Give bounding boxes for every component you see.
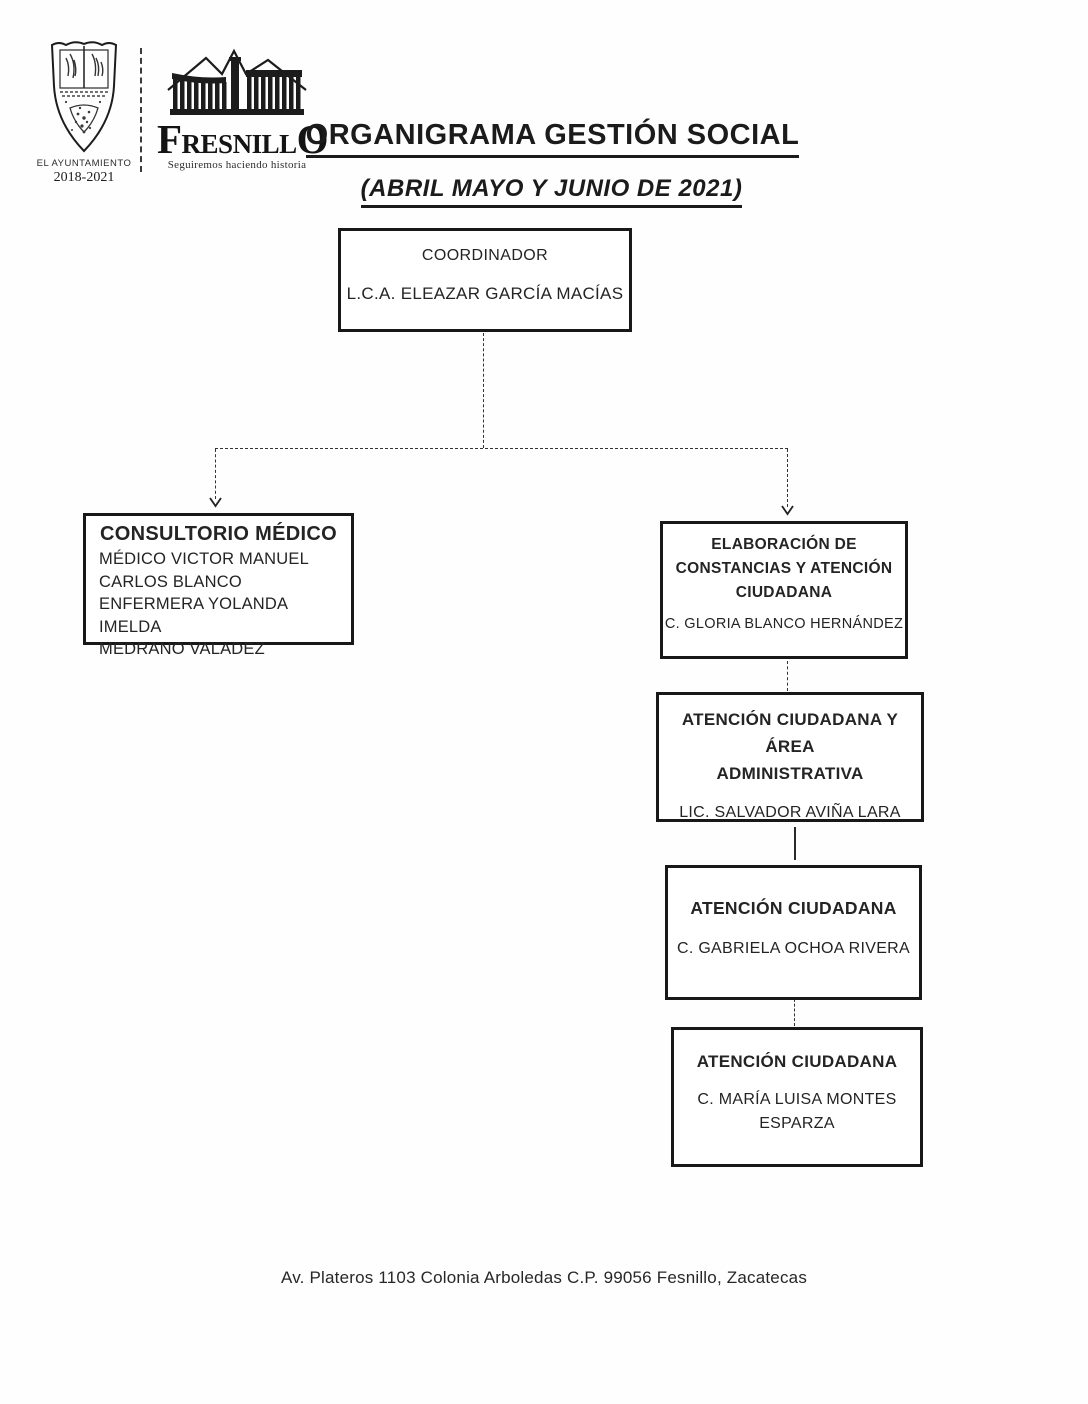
- staff-line: MEDRANO VALADEZ: [99, 640, 265, 658]
- person-name: LIC. SALVADOR AVIÑA LARA: [679, 804, 901, 821]
- connector-right-drop: [787, 449, 788, 507]
- role-label: COORDINADOR: [421, 247, 549, 264]
- role-label: ATENCIÓN CIUDADANA Y ÁREA ADMINISTRATIVA: [681, 710, 899, 783]
- footer-address: Av. Plateros 1103 Colonia Arboledas C.P.…: [280, 1268, 808, 1287]
- subtitle-row: (ABRIL MAYO Y JUNIO DE 2021): [0, 175, 1088, 208]
- role-label: ATENCIÓN CIUDADANA: [696, 1052, 898, 1071]
- org-box-constancias: ELABORACIÓN DE CONSTANCIAS Y ATENCIÓN CI…: [660, 521, 908, 659]
- org-box-coordinator: COORDINADOR L.C.A. ELEAZAR GARCÍA MACÍAS: [338, 228, 632, 332]
- page-subtitle: (ABRIL MAYO Y JUNIO DE 2021): [360, 175, 743, 208]
- person-name: C. GLORIA BLANCO HERNÁNDEZ: [664, 616, 904, 632]
- fresnillo-wordmark: FRESNILLO: [157, 119, 329, 161]
- staff-line: CARLOS BLANCO: [99, 572, 242, 591]
- arrowhead-right-icon: [781, 505, 794, 516]
- ayuntamiento-logo: EL AYUNTAMIENTO 2018-2021: [36, 38, 132, 186]
- ayuntamiento-caption: EL AYUNTAMIENTO: [36, 158, 132, 169]
- title-row: ORGANIGRAMA GESTIÓN SOCIAL: [0, 119, 1088, 158]
- connector-coordinator-down: [483, 333, 484, 448]
- role-label: CONSULTORIO MÉDICO: [100, 523, 337, 545]
- org-box-atencion-ciudadana-2: ATENCIÓN CIUDADANA C. MARÍA LUISA MONTES…: [671, 1027, 923, 1167]
- footer-row: Av. Plateros 1103 Colonia Arboledas C.P.…: [0, 1268, 1088, 1288]
- fresnillo-facade-icon: [167, 48, 307, 115]
- fresnillo-wordmark-first: F: [157, 116, 182, 162]
- fresnillo-wordmark-last: O: [296, 116, 329, 162]
- staff-list: MÉDICO VICTOR MANUEL CARLOS BLANCO ENFER…: [86, 548, 351, 661]
- fresnillo-tagline: Seguiremos haciendo historia: [167, 159, 307, 171]
- org-box-atencion-ciudadana-1: ATENCIÓN CIUDADANA C. GABRIELA OCHOA RIV…: [665, 865, 922, 1000]
- fresnillo-wordmark-mid: RESNILL: [181, 129, 298, 159]
- connector-constancias-admin: [787, 661, 788, 691]
- person-name: C. GABRIELA OCHOA RIVERA: [676, 940, 911, 957]
- connector-horizontal: [215, 448, 788, 449]
- shield-icon: [50, 41, 118, 153]
- arrowhead-left-icon: [209, 497, 222, 508]
- logo-divider: [140, 48, 142, 172]
- page-title: ORGANIGRAMA GESTIÓN SOCIAL: [305, 119, 800, 158]
- person-name: C. MARÍA LUISA MONTES ESPARZA: [697, 1091, 897, 1132]
- ayuntamiento-years: 2018-2021: [53, 170, 115, 185]
- connector-atencion1-atencion2: [794, 994, 795, 1026]
- person-name: L.C.A. ELEAZAR GARCÍA MACÍAS: [346, 284, 624, 303]
- connector-left-drop: [215, 449, 216, 499]
- staff-line: ENFERMERA YOLANDA IMELDA: [99, 595, 288, 636]
- staff-line: MÉDICO VICTOR MANUEL: [99, 550, 309, 568]
- org-box-area-administrativa: ATENCIÓN CIUDADANA Y ÁREA ADMINISTRATIVA…: [656, 692, 924, 822]
- org-box-consultorio-medico: CONSULTORIO MÉDICO MÉDICO VICTOR MANUEL …: [83, 513, 354, 658]
- connector-admin-atencion1: [794, 827, 796, 860]
- role-label: ATENCIÓN CIUDADANA: [690, 898, 897, 918]
- fresnillo-logo: FRESNILLO Seguiremos haciendo historia: [157, 46, 329, 171]
- role-label: ELABORACIÓN DE CONSTANCIAS Y ATENCIÓN CI…: [675, 536, 893, 601]
